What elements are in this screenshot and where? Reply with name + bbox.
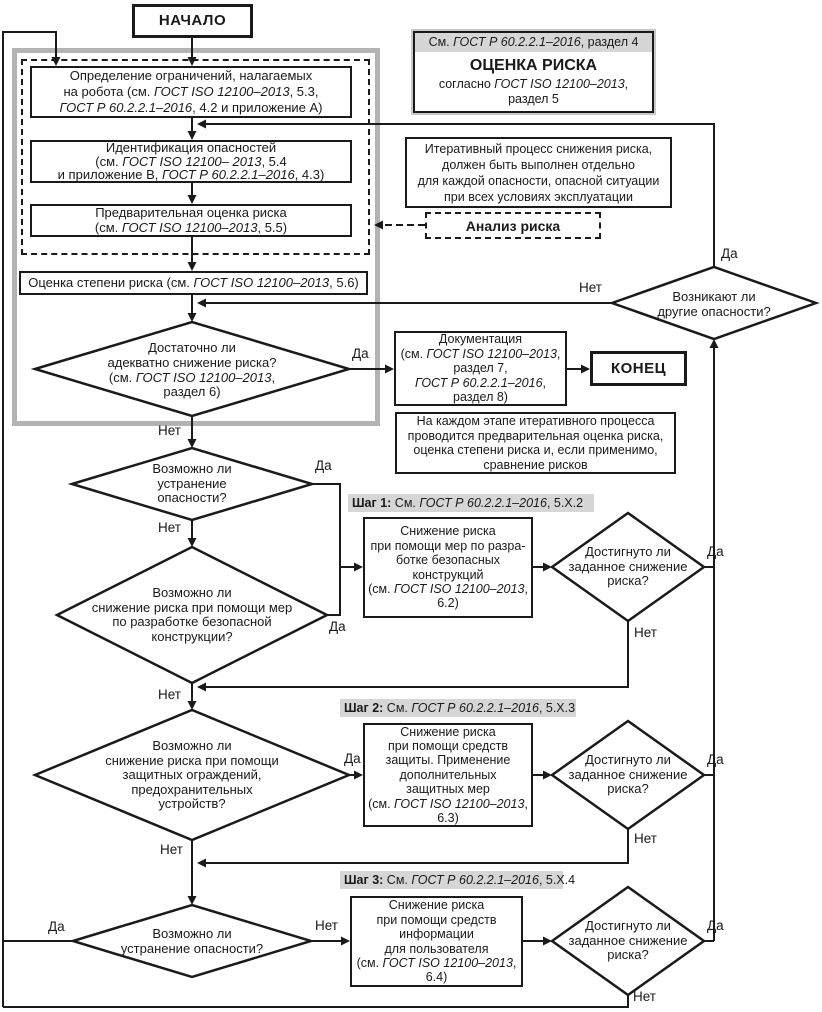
step3-label: Шаг 3: См. ГОСТ Р 60.2.2.1–2016, 5.X.4 (340, 871, 575, 889)
risk-assessment-group-frame (12, 48, 380, 426)
connector-other-hazards-yes-feedback (206, 123, 715, 267)
connector-achieved1-no (206, 621, 629, 688)
arrow-risk-analysis (374, 220, 383, 230)
note-iterative-process: Итеративный процесс снижения риска,долже… (405, 137, 672, 208)
arrow-into-adequate (187, 313, 197, 322)
label-yes-eliminate2: Да (48, 919, 65, 934)
start-node: НАЧАЛО (132, 4, 253, 38)
arrow-feedback-evaluation-merge (197, 298, 206, 308)
risk-analysis-group-frame (21, 59, 370, 255)
arrow-into-achieved2 (543, 770, 552, 780)
diamond-hazard-elimination-1 (67, 446, 317, 522)
arrow-into-eliminate1 (187, 439, 197, 448)
risk-analysis-label-box: Анализ риска (425, 212, 601, 239)
connector-left-riser (2, 31, 57, 1007)
label-no-achieved1: Нет (634, 625, 657, 640)
label-yes-eliminate1: Да (315, 458, 332, 473)
arrow-into-end (581, 364, 590, 374)
step2-label: Шаг 2: См. ГОСТ Р 60.2.2.1–2016, 5.X.3 (340, 699, 576, 717)
arrow-into-documentation (385, 364, 394, 374)
arrow-into-step1 (354, 562, 363, 572)
arrow-into-achieved1 (543, 562, 552, 572)
connector-yes-rail-step1 (312, 483, 341, 616)
box-hazard-identification: Идентификация опасностей(см. ГОСТ ISO 12… (30, 140, 352, 183)
arrow-into-hazardid (187, 131, 197, 140)
label-no-adequate: Нет (158, 423, 181, 438)
diamond-inherent-design (54, 545, 330, 685)
arrow-into-step2 (354, 770, 363, 780)
arrow-into-evaluation (187, 262, 197, 271)
risk-assessment-subtitle: согласно ГОСТ ISO 12100–2013,раздел 5 (438, 77, 629, 106)
step1-label: Шаг 1: См. ГОСТ Р 60.2.2.1–2016, 5.X.2 (348, 494, 594, 512)
arrow-into-prelim (187, 195, 197, 204)
diamond-target-reduction-1 (549, 511, 707, 623)
diamond-other-hazards (608, 265, 820, 341)
label-no-design: Нет (158, 687, 181, 702)
arrow-into-eliminate2 (187, 896, 197, 905)
label-yes-achieved1: Да (707, 544, 724, 559)
label-yes-adequate: Да (352, 346, 369, 361)
diamond-safeguarding (31, 708, 353, 842)
label-yes-other-hazards: Да (721, 246, 738, 261)
end-node: КОНЕЦ (590, 351, 687, 386)
risk-assessment-title-box: См. ГОСТ Р 60.2.2.1–2016, раздел 4 ОЦЕНК… (413, 31, 654, 113)
arrow-feedback-top-merge (197, 119, 206, 129)
box-documentation: Документация(см. ГОСТ ISO 12100–2013,раз… (394, 331, 567, 406)
arrow-achieved1-no-merge (197, 682, 206, 692)
label-no-eliminate2: Нет (315, 918, 338, 933)
arrow-into-achieved3 (543, 936, 552, 946)
diamond-hazard-elimination-2 (68, 903, 316, 979)
connector-achieved2-no (206, 829, 629, 864)
diamond-target-reduction-2 (549, 719, 707, 831)
label-no-achieved3: Нет (633, 989, 656, 1004)
label-no-other-hazards: Нет (579, 280, 602, 295)
label-yes-design: Да (329, 619, 346, 634)
risk-assessment-ref: См. ГОСТ Р 60.2.2.1–2016, раздел 4 (415, 33, 652, 52)
label-yes-achieved2: Да (707, 752, 724, 767)
arrow-left-riser-into-limits (51, 57, 61, 66)
arrow-into-guards (187, 701, 197, 710)
arrow-into-limits (187, 57, 197, 66)
risk-assessment-title: ОЦЕНКА РИСКА (469, 57, 598, 74)
connector-achieved3-no-bottom (3, 995, 629, 1008)
label-no-achieved2: Нет (634, 831, 657, 846)
arrow-into-design (187, 538, 197, 547)
label-no-guards: Нет (160, 842, 183, 857)
box-preliminary-risk-assessment: Предварительная оценка риска(см. ГОСТ IS… (30, 204, 352, 237)
arrow-into-other-hazards (709, 339, 719, 348)
diamond-target-reduction-3 (549, 885, 707, 997)
diamond-risk-adequately-reduced (30, 320, 354, 418)
arrow-achieved2-no-merge (197, 858, 206, 868)
box-risk-evaluation: Оценка степени риска (см. ГОСТ ISO 12100… (19, 271, 368, 295)
label-yes-achieved3: Да (707, 918, 724, 933)
label-yes-guards: Да (344, 751, 361, 766)
arrow-into-step3 (341, 936, 350, 946)
label-no-eliminate1: Нет (158, 520, 181, 535)
